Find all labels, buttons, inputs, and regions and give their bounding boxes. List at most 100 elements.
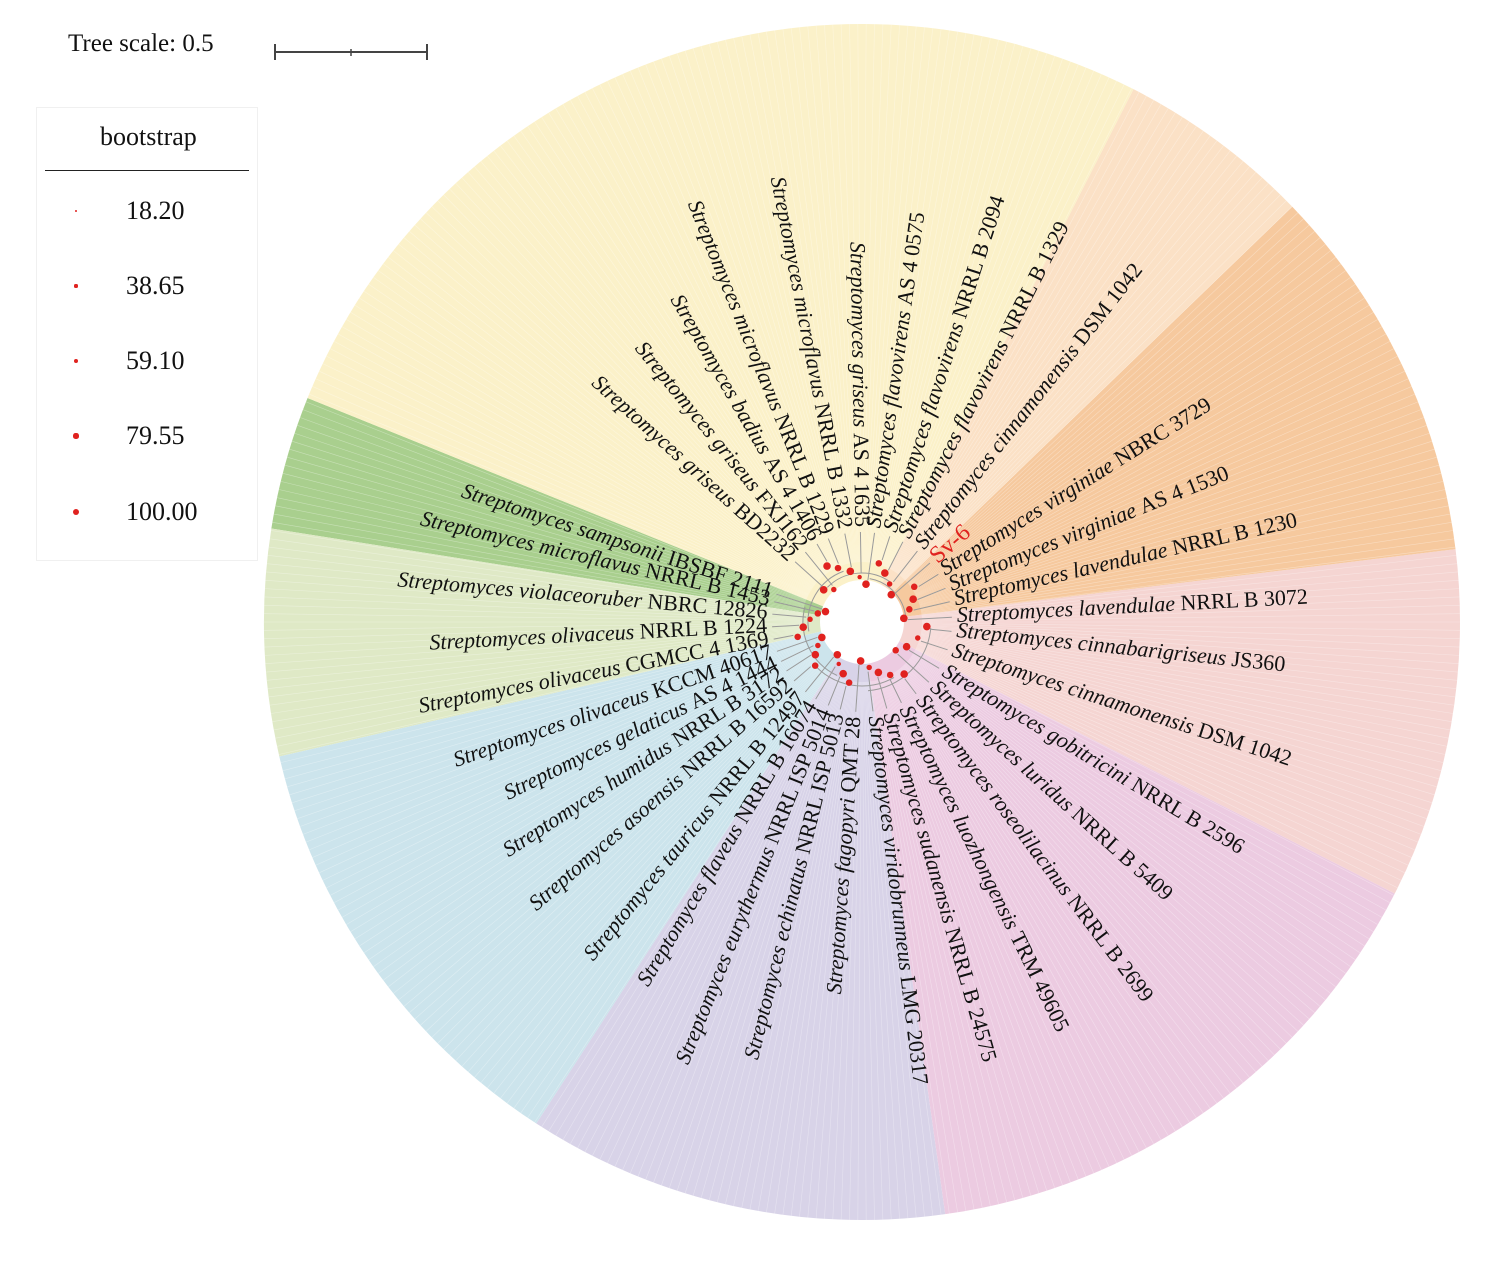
sector-stripe: [912, 297, 1365, 590]
sector-stripe: [869, 681, 942, 1215]
sector-stripe: [914, 649, 1391, 904]
sector-stripe: [879, 679, 1040, 1194]
bootstrap-node: [910, 583, 918, 591]
bootstrap-node: [823, 562, 831, 570]
sector-stripe: [908, 250, 1331, 585]
sector-stripe: [403, 660, 817, 1007]
leaf-branch: [930, 628, 952, 632]
sector-stripe: [894, 121, 1190, 572]
sector-stripe: [599, 675, 836, 1160]
sector-stripe: [749, 680, 852, 1210]
sector-stripe: [264, 605, 803, 621]
sector-stripe: [733, 680, 850, 1207]
leaf-branch: [786, 654, 812, 672]
sector-stripe: [270, 630, 803, 714]
sector-stripe: [487, 668, 825, 1089]
sector-stripe: [757, 681, 852, 1211]
bootstrap-node: [923, 622, 931, 631]
sector-stripe: [280, 635, 804, 763]
sector-stripe: [906, 218, 1304, 582]
sector-stripe: [920, 633, 1449, 739]
sector-stripe: [840, 681, 861, 1220]
bootstrap-node: [866, 664, 872, 671]
sector-stripe: [910, 657, 1346, 974]
sector-stripe: [921, 625, 1460, 656]
sector-stripe: [901, 177, 1263, 578]
sector-stripe: [562, 103, 833, 571]
sector-stripe: [877, 43, 1016, 565]
sector-stripe: [708, 43, 847, 565]
sector-stripe: [350, 652, 811, 933]
sector-stripe: [622, 676, 839, 1171]
bootstrap-node: [818, 633, 826, 642]
sector-stripe: [782, 681, 855, 1215]
legend-value: 59.10: [126, 346, 185, 375]
sector-stripe: [569, 99, 833, 570]
legend-value: 18.20: [126, 196, 185, 225]
sector-stripe: [305, 401, 807, 601]
sector-stripe: [291, 440, 805, 605]
sector-stripe: [437, 200, 820, 580]
sector-stripe: [892, 673, 1169, 1136]
sector-stripe: [312, 386, 807, 599]
clade-sectors: [264, 24, 1460, 1220]
sector-stripe: [527, 126, 829, 573]
sector-stripe: [903, 664, 1281, 1050]
sector-stripe: [891, 674, 1155, 1145]
sector-stripe: [333, 340, 810, 595]
sector-stripe: [921, 628, 1457, 689]
sector-stripe: [661, 678, 843, 1186]
sector-stripe: [884, 677, 1087, 1177]
sector-stripe: [865, 25, 900, 563]
leaf-branch: [776, 636, 818, 652]
bootstrap-node: [819, 586, 828, 594]
sector-stripe: [275, 505, 804, 611]
sector-stripe: [382, 263, 815, 587]
sector-stripe: [920, 472, 1442, 608]
sector-stripe: [914, 650, 1387, 911]
sector-stripe: [906, 662, 1304, 1026]
sector-stripe: [914, 326, 1383, 593]
sector-stripe: [920, 634, 1447, 747]
sector-stripe: [449, 665, 821, 1056]
sector-stripe: [913, 319, 1378, 592]
sector-stripe: [918, 641, 1427, 819]
sector-stripe: [888, 84, 1125, 569]
sector-stripe: [908, 659, 1331, 994]
sector-stripe: [875, 680, 999, 1205]
sector-stripe: [555, 673, 832, 1136]
sector-stripe: [299, 642, 806, 827]
sector-stripe: [629, 70, 840, 567]
sector-stripe: [920, 505, 1449, 611]
sector-stripe: [857, 681, 862, 1220]
clade-sector: [536, 622, 946, 1220]
sector-stripe: [881, 678, 1055, 1189]
sector-stripe: [346, 652, 811, 925]
sector-stripe: [872, 680, 975, 1210]
leaf-branch: [893, 550, 918, 583]
sector-stripe: [915, 355, 1398, 596]
sector-stripe: [309, 644, 807, 851]
sector-stripe: [893, 116, 1183, 572]
sector-stripe: [918, 417, 1425, 602]
sector-stripe: [873, 680, 983, 1208]
sector-stripe: [341, 651, 810, 918]
sector-stripe: [881, 55, 1055, 566]
sector-stripe: [350, 311, 811, 592]
leaf-branch: [794, 561, 823, 587]
sector-stripe: [378, 657, 814, 974]
sector-stripe: [653, 61, 842, 566]
sector-stripe: [907, 660, 1321, 1007]
sector-stripe: [592, 88, 836, 569]
sector-stripe: [876, 680, 1007, 1203]
sector-stripe: [294, 640, 806, 812]
sector-stripe: [849, 681, 862, 1220]
sector-stripe: [917, 409, 1422, 601]
sector-stripe: [275, 633, 804, 739]
sector-stripe: [887, 80, 1117, 568]
sector-stripe: [921, 626, 1458, 673]
sector-stripe: [870, 30, 950, 563]
sector-stripe: [918, 642, 1425, 827]
sector-stripe: [692, 48, 846, 565]
sector-stripe: [868, 28, 934, 563]
